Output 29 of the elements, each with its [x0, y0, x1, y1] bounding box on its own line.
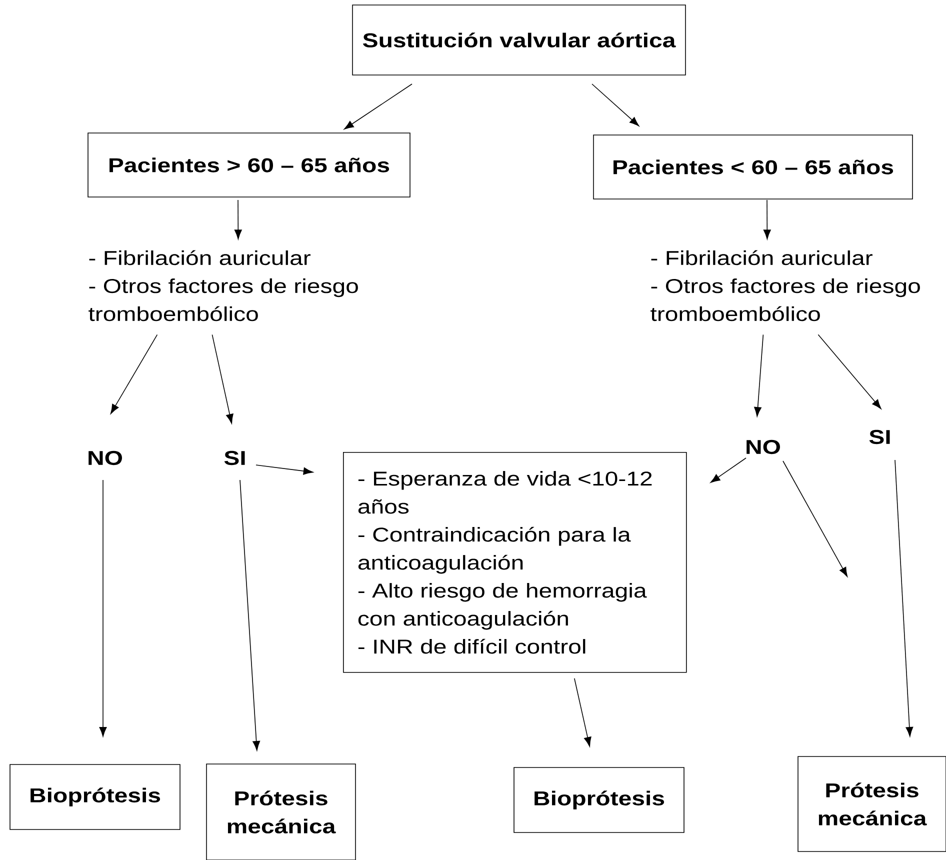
result-box: Prótesis mecánica [798, 756, 946, 852]
arrow [344, 84, 412, 130]
arrow [212, 334, 234, 424]
arrow [240, 480, 260, 751]
arrow [894, 460, 914, 737]
arrow [592, 84, 640, 126]
answer-label: SI [224, 450, 245, 466]
arrow [110, 334, 158, 414]
arrow [763, 200, 771, 240]
answer-label: NO [88, 450, 122, 466]
arrow [574, 678, 592, 747]
arrow [818, 334, 882, 410]
arrow [234, 200, 242, 240]
result-box: Bioprótesis [514, 767, 684, 833]
process-box: Pacientes > 60 – 65 años [88, 132, 410, 198]
criteria-text: - Fibrilación auricular - Otros factores de riesgo tromboembólico [88, 250, 358, 322]
process-box: Pacientes < 60 – 65 años [593, 134, 913, 200]
criteria-text: - Fibrilación auricular - Otros factores de riesgo tromboembólico [650, 250, 920, 322]
arrow [782, 460, 848, 577]
result-box: Bioprótesis [10, 764, 180, 830]
arrow [99, 480, 107, 737]
criteria-box: - Esperanza de vida <10-12 años - Contraindicación para la anticoagulación - Alto riesgo de hemorragia con anticoagulación - INR de difícil control [343, 452, 687, 673]
result-box: Prótesis mecánica [206, 764, 356, 860]
answer-label: SI [869, 430, 890, 444]
title-box: Sustitución valvular aórtica [352, 4, 686, 76]
arrow [710, 458, 746, 483]
arrow [754, 334, 764, 417]
answer-label: NO [746, 440, 780, 454]
arrow [256, 464, 314, 475]
